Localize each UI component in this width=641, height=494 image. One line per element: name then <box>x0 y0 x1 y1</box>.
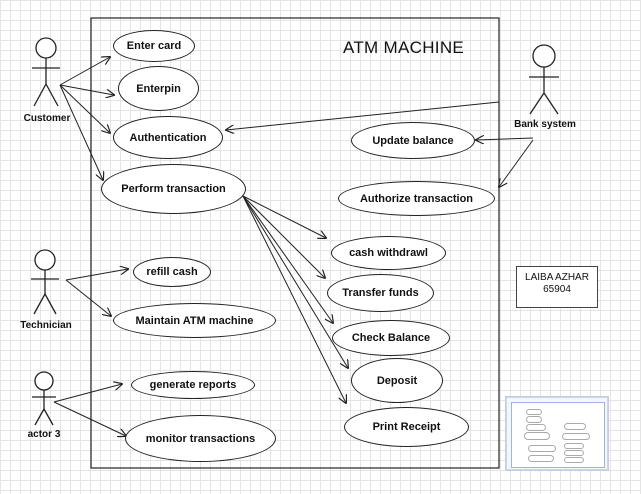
note-line-1: LAIBA AZHAR <box>525 272 589 283</box>
actor3-actor-label: actor 3 <box>27 429 61 440</box>
customer-actor-label: Customer <box>23 113 71 124</box>
assoc-perform-cash-withdrawl <box>242 195 326 238</box>
author-note: LAIBA AZHAR 65904 <box>516 266 598 308</box>
technician-actor-label: Technician <box>20 320 72 331</box>
minimap-shape <box>562 433 590 440</box>
technician-actor-figure <box>31 249 59 315</box>
use-case-generate-reports[interactable]: generate reports <box>131 371 255 399</box>
use-case-perform-transaction[interactable]: Perform transaction <box>101 164 246 214</box>
use-case-authorize-transaction[interactable]: Authorize transaction <box>338 181 495 216</box>
assoc-bank-authentication <box>226 101 500 130</box>
assoc-bank-update-balance <box>476 138 534 140</box>
minimap-shape <box>528 455 554 462</box>
actor3-actor-figure <box>32 371 56 426</box>
assoc-perform-deposit <box>242 195 348 368</box>
assoc-actor3-generate-reports <box>53 384 122 403</box>
minimap-shape <box>526 424 546 431</box>
outline-minimap[interactable] <box>506 397 608 470</box>
use-case-authentication[interactable]: Authentication <box>113 116 223 159</box>
minimap-shape <box>526 409 542 415</box>
use-case-transfer-funds[interactable]: Transfer funds <box>327 274 434 312</box>
bank-system-actor-figure <box>529 44 559 115</box>
system-title: ATM MACHINE <box>343 38 465 57</box>
assoc-technician-refill-cash <box>65 269 128 281</box>
use-case-monitor-transactions[interactable]: monitor transactions <box>125 415 276 462</box>
minimap-shape <box>564 443 584 449</box>
use-case-maintain-atm[interactable]: Maintain ATM machine <box>113 303 276 338</box>
use-case-check-balance[interactable]: Check Balance <box>332 320 450 356</box>
use-case-cash-withdrawl[interactable]: cash withdrawl <box>331 236 446 270</box>
assoc-customer-authentication <box>59 84 110 133</box>
assoc-perform-transfer-funds <box>242 195 325 278</box>
use-case-enterpin[interactable]: Enterpin <box>118 66 199 111</box>
system-boundary <box>90 17 500 469</box>
use-case-deposit[interactable]: Deposit <box>351 358 443 403</box>
minimap-shape <box>564 423 586 430</box>
assoc-bank-authorize-transaction <box>499 139 534 187</box>
use-case-update-balance[interactable]: Update balance <box>351 122 475 159</box>
minimap-shape <box>524 432 550 440</box>
minimap-shape <box>528 445 556 452</box>
minimap-shape <box>526 416 542 423</box>
assoc-customer-enter-card <box>59 57 110 86</box>
use-case-print-receipt[interactable]: Print Receipt <box>344 407 469 447</box>
bank-system-actor-label: Bank system <box>514 119 576 130</box>
assoc-technician-maintain <box>65 279 111 316</box>
minimap-viewport <box>511 402 605 468</box>
assoc-customer-enterpin <box>59 84 114 95</box>
assoc-actor3-monitor <box>53 401 126 436</box>
assoc-perform-check-balance <box>242 195 333 323</box>
use-case-enter-card[interactable]: Enter card <box>113 30 195 62</box>
minimap-shape <box>564 457 584 463</box>
assoc-customer-perform-transaction <box>59 84 103 180</box>
assoc-perform-print-receipt <box>242 195 346 403</box>
note-line-2: 65904 <box>543 284 571 295</box>
use-case-refill-cash[interactable]: refill cash <box>133 257 211 287</box>
customer-actor-figure <box>32 37 60 107</box>
minimap-shape <box>564 450 584 456</box>
